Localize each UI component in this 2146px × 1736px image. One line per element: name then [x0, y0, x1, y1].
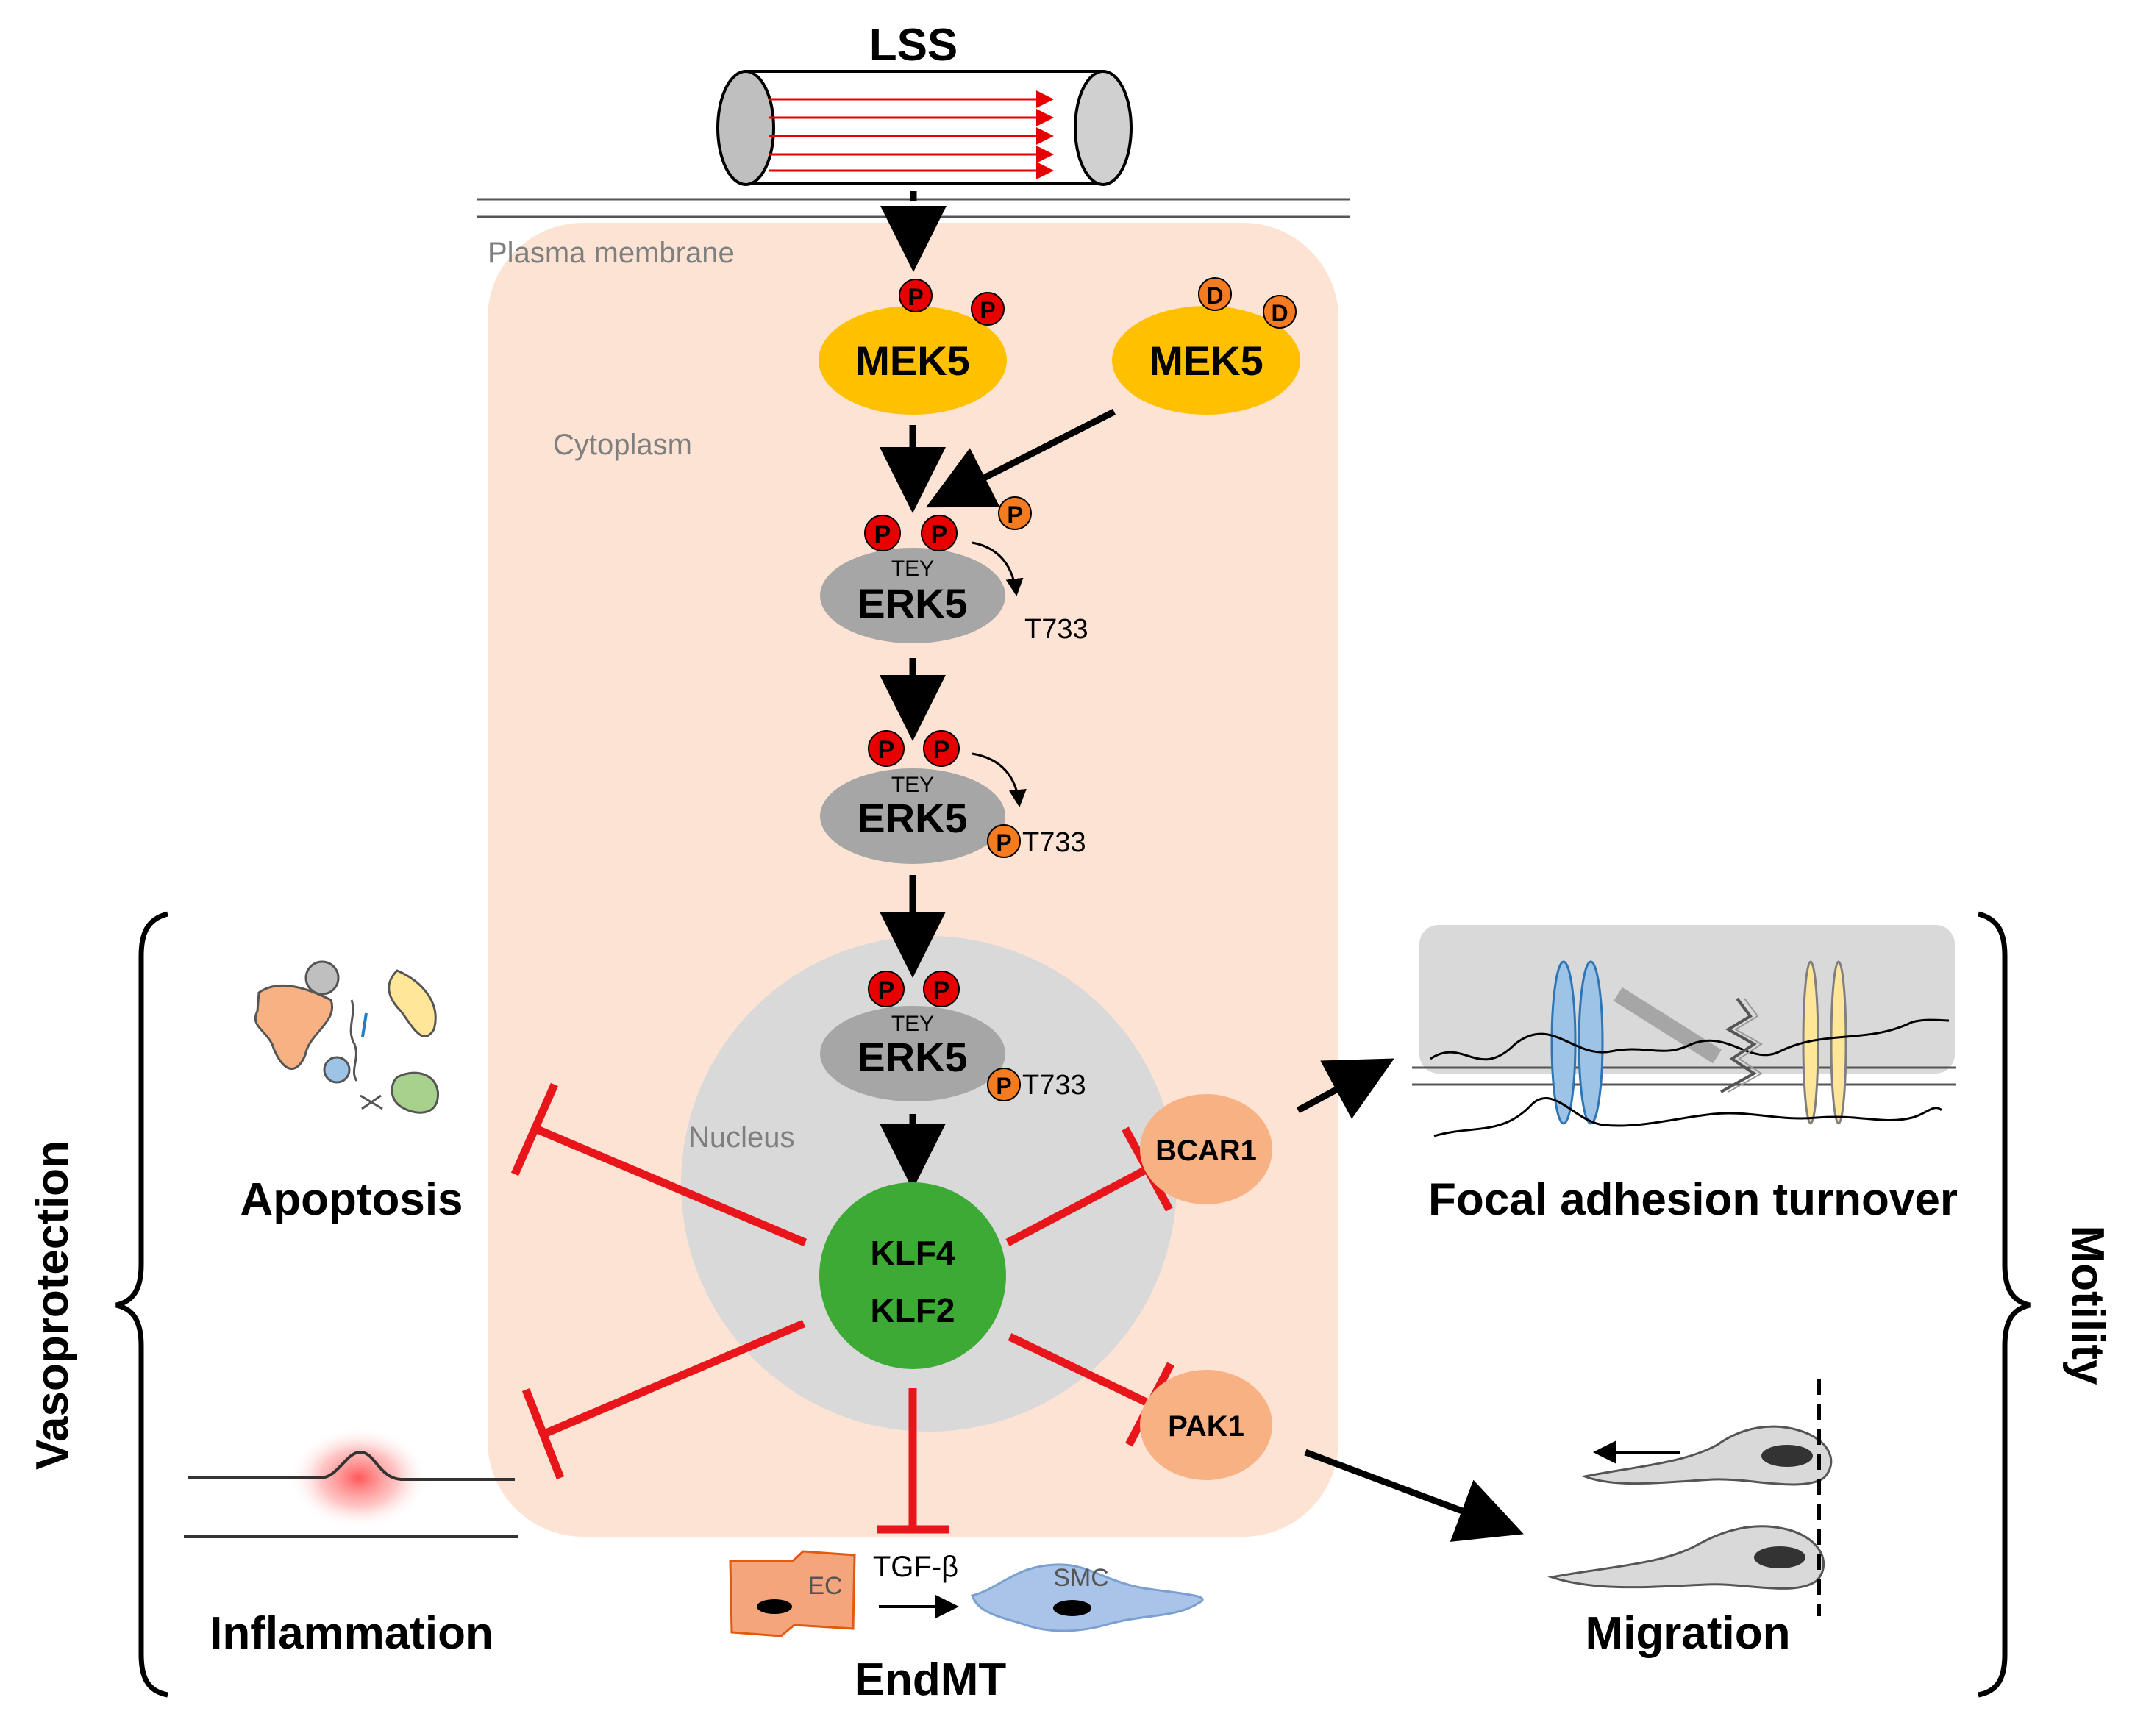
phospho-label: P: [933, 736, 950, 764]
mek5-dd-label: MEK5: [1149, 337, 1263, 384]
erk5-label: ERK5: [858, 580, 967, 626]
plasma-membrane-label: Plasma membrane: [488, 237, 735, 269]
pak1-node: [1140, 1370, 1272, 1480]
phospho-label: P: [878, 736, 895, 764]
klf-node: [819, 1182, 1006, 1369]
phospho-site-t733: [987, 824, 1021, 858]
endmt-label: EndMT: [855, 1654, 1007, 1705]
tgf-beta-label: TGF-β: [873, 1551, 958, 1583]
phosphomimetic-site: [1263, 295, 1297, 329]
mek5-label: MEK5: [855, 337, 970, 384]
left-brace: [115, 911, 169, 1698]
phospho-label: P: [931, 521, 948, 549]
phospho-label: P: [878, 976, 895, 1004]
vasoprotection-label: Vasoprotection: [27, 1140, 78, 1470]
mek5-node: [819, 306, 1007, 415]
phospho-site: [868, 730, 905, 767]
phosphomimetic-site: [1198, 277, 1232, 311]
phospho-label: P: [874, 521, 891, 549]
motility-label: Motility: [2062, 1226, 2113, 1385]
phospho-label: P: [996, 829, 1011, 856]
phospho-site: [868, 971, 905, 1007]
focal-adhesion-icon: [1412, 925, 1956, 1137]
migration-label: Migration: [1586, 1608, 1791, 1659]
cytoplasm-label: Cytoplasm: [553, 429, 692, 461]
phospho-site: [923, 730, 960, 767]
inflammation-icon: [184, 1426, 518, 1538]
phosphomimetic-label: D: [1271, 300, 1288, 326]
pak1-label: PAK1: [1168, 1410, 1244, 1443]
nucleus-label: Nucleus: [688, 1121, 795, 1154]
phospho-site: [899, 279, 933, 312]
tey-label: TEY: [891, 557, 934, 581]
right-brace: [1977, 911, 2031, 1698]
focal-adhesion-turnover-label: Focal adhesion turnover: [1428, 1174, 1958, 1225]
inhibition-apoptosis: [510, 1082, 808, 1247]
inhibition-inflammation: [521, 1319, 806, 1480]
phospho-site: [923, 971, 960, 1007]
autophosphorylation-arrow: [972, 541, 1024, 596]
endmt-icon: [729, 1550, 1204, 1637]
phospho-site-t733: [987, 1068, 1021, 1101]
activation-arrow: [925, 408, 1116, 508]
phospho-label: P: [996, 1073, 1011, 1099]
apoptosis-label: Apoptosis: [240, 1174, 463, 1225]
bcar1-to-focal-adhesion-arrow: [1296, 1058, 1394, 1119]
pak1-to-migration-arrow: [1304, 1449, 1524, 1542]
tey-label: TEY: [891, 1012, 934, 1036]
smc-label: SMC: [1053, 1564, 1109, 1592]
ec-label: EC: [808, 1572, 842, 1600]
mek5-dd-node: [1112, 306, 1300, 415]
klf4-label: KLF4: [871, 1234, 955, 1272]
tey-label: TEY: [891, 773, 934, 797]
phospho-label: P: [908, 284, 923, 310]
inhibition-endmt: [877, 1388, 949, 1534]
t733-label: T733: [1022, 1070, 1086, 1101]
phospho-site: [971, 292, 1005, 326]
apoptosis-icon: [254, 960, 439, 1114]
inflammation-label: Inflammation: [210, 1608, 493, 1659]
free-phosphate: [998, 496, 1032, 530]
lss-label: LSS: [869, 20, 958, 71]
lss-vessel-icon: [716, 70, 1133, 186]
phospho-site: [864, 515, 901, 551]
erk5-label: ERK5: [858, 1034, 967, 1080]
bcar1-node: [1140, 1094, 1272, 1204]
phospho-site: [921, 515, 958, 551]
phospho-label: P: [980, 297, 995, 324]
phospho-label: P: [1007, 501, 1022, 528]
erk5-node: [820, 768, 1005, 864]
t733-label: T733: [1024, 614, 1088, 645]
bcar1-label: BCAR1: [1155, 1135, 1257, 1167]
phospho-label: P: [933, 976, 950, 1004]
klf2-label: KLF2: [871, 1291, 955, 1329]
migration-icon: [1547, 1379, 1833, 1616]
autophosphorylation-arrow: [972, 752, 1027, 807]
erk5-nuclear-node: [820, 1006, 1005, 1101]
phosphomimetic-label: D: [1206, 282, 1223, 309]
erk5-label: ERK5: [858, 795, 967, 841]
t733-label: T733: [1022, 827, 1086, 858]
erk5-node: [820, 548, 1005, 643]
